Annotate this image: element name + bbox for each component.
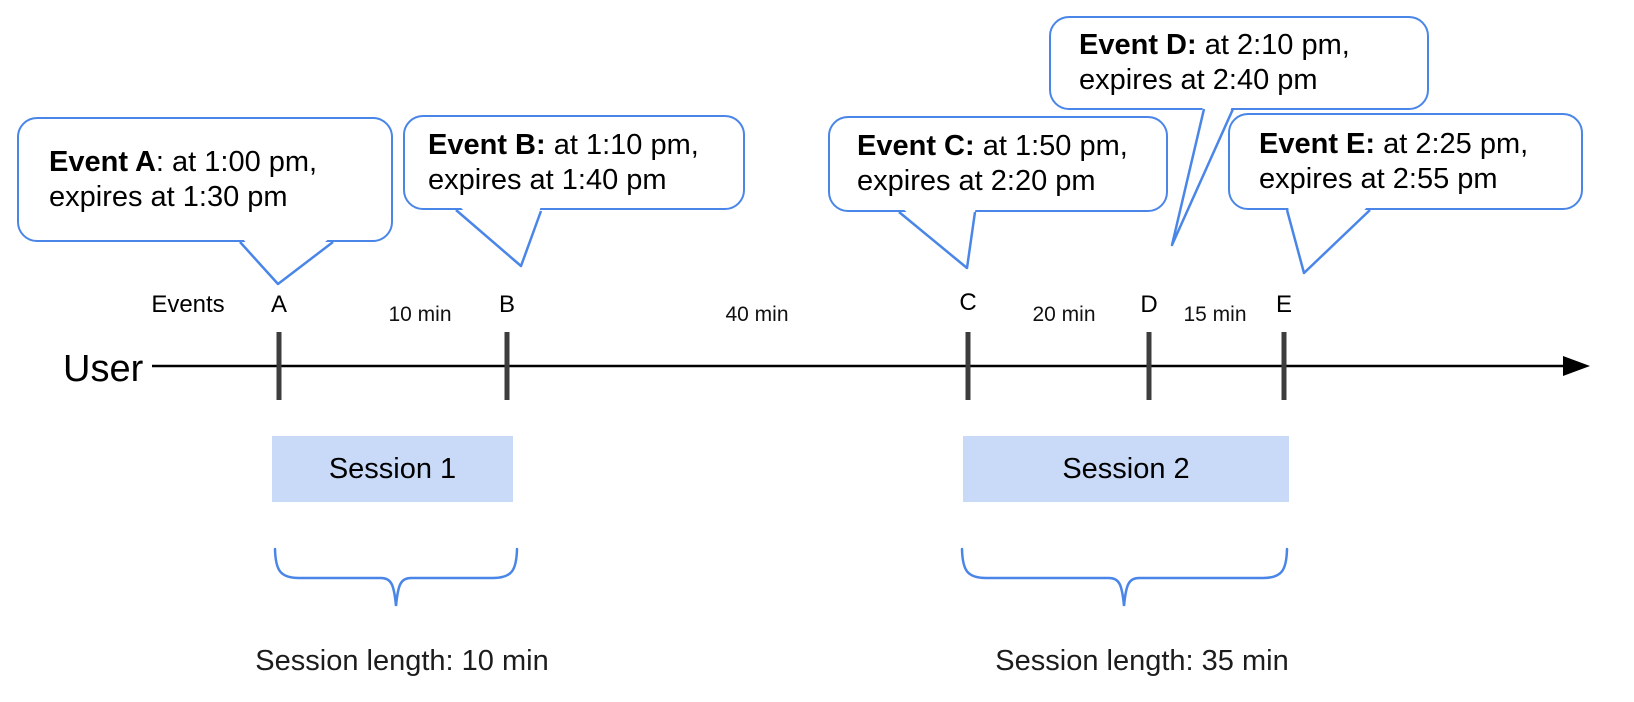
event-tick-a — [276, 332, 282, 400]
event-bubble-a: Event A: at 1:00 pm, expires at 1:30 pm — [17, 117, 393, 242]
bubble-tail-e — [1285, 203, 1371, 275]
event-e-line1: Event E: at 2:25 pm, — [1259, 127, 1581, 162]
event-b-time: at 1:10 pm, — [545, 128, 699, 161]
interval-label-c-d: 20 min — [1032, 303, 1096, 326]
event-d-line2: expires at 2:40 pm — [1079, 64, 1318, 96]
brace-session-2 — [960, 547, 1289, 607]
event-d-time: at 2:10 pm, — [1196, 29, 1350, 61]
user-axis-label: User — [63, 348, 144, 390]
session-1-length-caption: Session length: 10 min — [255, 645, 549, 677]
event-bubble-e: Event E: at 2:25 pm, expires at 2:55 pm — [1228, 113, 1583, 210]
session-2-box: Session 2 — [963, 436, 1289, 502]
brace-session-1 — [273, 547, 519, 607]
event-a-time: : at 1:00 pm, — [155, 145, 318, 178]
event-e-line2: expires at 2:55 pm — [1259, 162, 1498, 195]
bubble-tail-d — [1170, 102, 1235, 247]
tick-label-a: A — [270, 291, 288, 318]
event-e-name: Event E: — [1259, 127, 1376, 160]
event-b-name: Event B: — [428, 128, 546, 161]
session-1-box: Session 1 — [272, 436, 513, 502]
event-tick-c — [965, 332, 971, 400]
event-c-line1: Event C: at 1:50 pm, — [857, 129, 1166, 164]
event-c-line2: expires at 2:20 pm — [857, 165, 1096, 197]
bubble-tail-b — [455, 203, 543, 268]
session-1-label: Session 1 — [328, 452, 457, 485]
event-c-name: Event C: — [857, 130, 975, 162]
event-tick-b — [504, 332, 510, 400]
event-e-time: at 2:25 pm, — [1375, 127, 1529, 160]
event-d-name: Event D: — [1079, 29, 1197, 61]
event-bubble-b: Event B: at 1:10 pm, expires at 1:40 pm — [403, 115, 745, 210]
event-a-line1: Event A: at 1:00 pm, — [49, 145, 391, 180]
timeline-arrow — [152, 356, 1590, 376]
event-a-name: Event A — [49, 145, 156, 178]
tick-label-c: C — [959, 289, 977, 316]
interval-label-a-b: 10 min — [388, 303, 452, 326]
event-bubble-c: Event C: at 1:50 pm, expires at 2:20 pm — [828, 116, 1168, 212]
events-row-label: Events — [151, 291, 225, 318]
event-d-line1: Event D: at 2:10 pm, — [1079, 28, 1427, 63]
tick-label-e: E — [1275, 291, 1293, 318]
event-tick-e — [1281, 332, 1287, 400]
session-2-length-caption: Session length: 35 min — [995, 645, 1289, 677]
session-2-label: Session 2 — [1062, 452, 1190, 485]
interval-label-b-c: 40 min — [725, 303, 789, 326]
tick-label-d: D — [1140, 291, 1158, 318]
bubble-tail-a — [239, 235, 334, 286]
bubble-tail-c — [898, 205, 977, 270]
tick-label-b: B — [498, 291, 516, 318]
event-a-line2: expires at 1:30 pm — [49, 180, 288, 213]
event-tick-d — [1146, 332, 1152, 400]
interval-label-d-e: 15 min — [1183, 303, 1247, 326]
event-bubble-d: Event D: at 2:10 pm, expires at 2:40 pm — [1049, 16, 1429, 110]
event-b-line1: Event B: at 1:10 pm, — [428, 128, 743, 163]
event-c-time: at 1:50 pm, — [974, 130, 1128, 162]
event-b-line2: expires at 1:40 pm — [428, 163, 667, 196]
arrowhead-icon — [1563, 356, 1590, 376]
